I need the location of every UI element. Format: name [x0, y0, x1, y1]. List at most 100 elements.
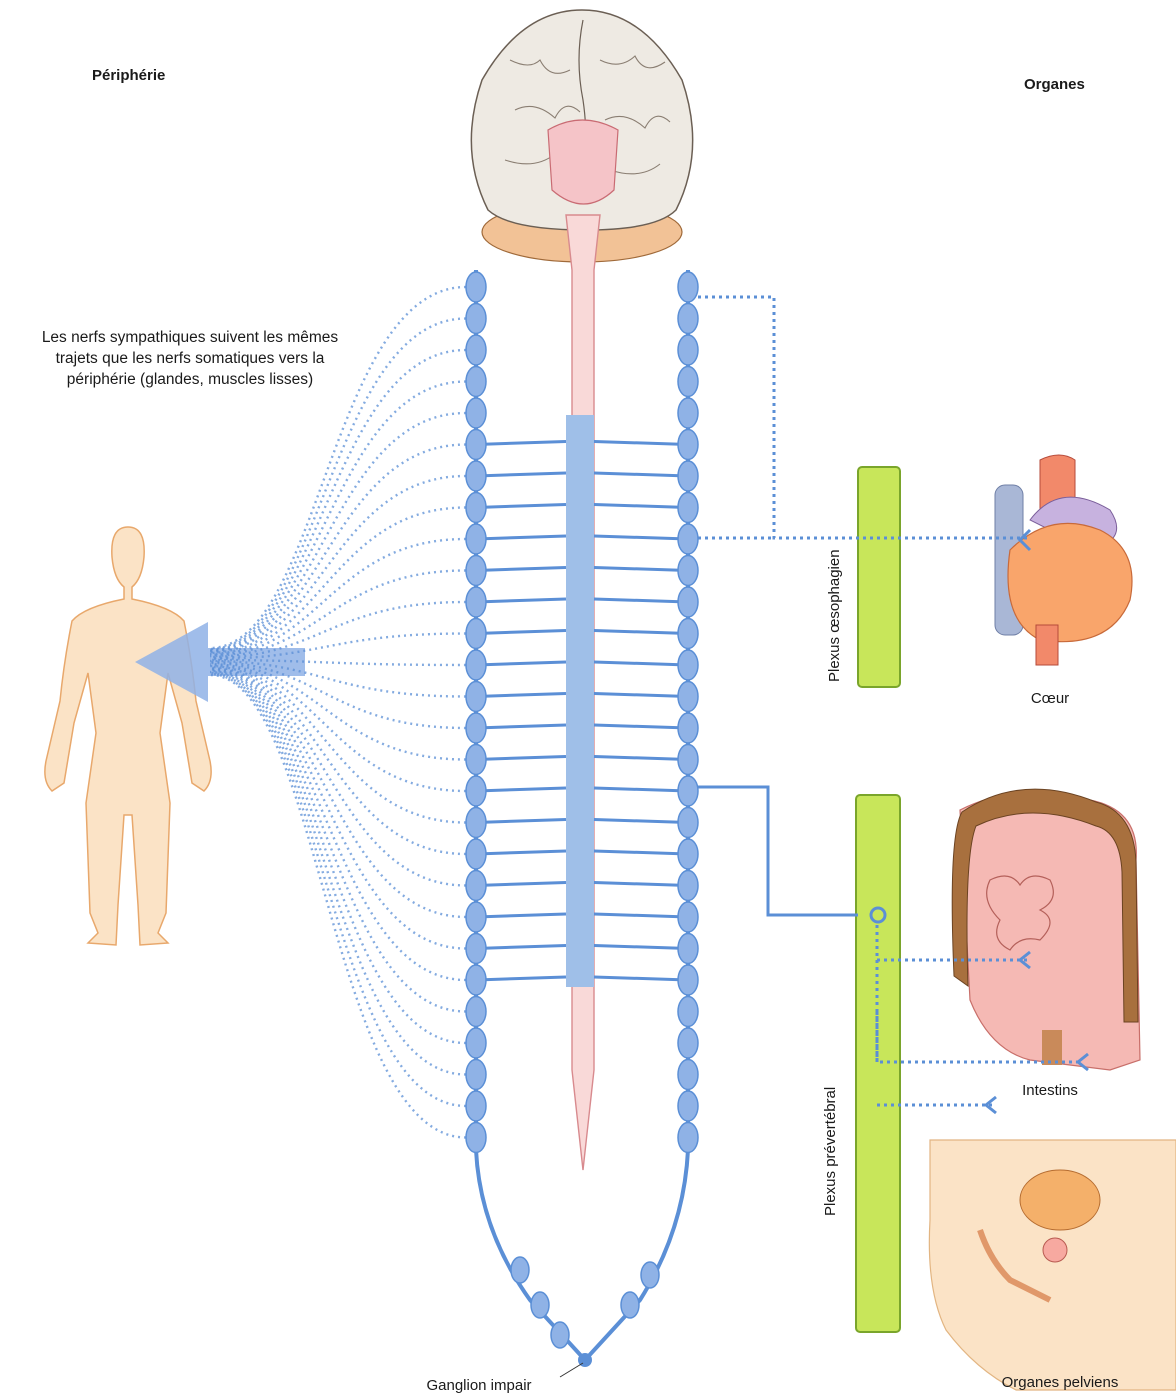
ramus-right [594, 725, 688, 728]
periphery-fibre [210, 673, 466, 1075]
ramus-right [594, 505, 688, 508]
ganglion-right [678, 713, 698, 743]
ganglion-right [678, 934, 698, 964]
ganglion-left [466, 335, 486, 365]
ramus-left [476, 599, 566, 602]
ramus-right [594, 946, 688, 949]
periphery-fibre [210, 671, 466, 1012]
ganglion-left [466, 1028, 486, 1058]
ganglion-left [466, 619, 486, 649]
ganglion-right [678, 745, 698, 775]
ramus-right [594, 883, 688, 886]
ganglion-right [678, 965, 698, 995]
ganglion-left [466, 524, 486, 554]
intestines-label: Intestins [1000, 1082, 1100, 1099]
heart-label: Cœur [1010, 690, 1090, 707]
ramus-left [476, 568, 566, 571]
ganglion-left [466, 398, 486, 428]
ramus-left [476, 977, 566, 980]
esophageal-plexus-label: Plexus œsophagien [826, 549, 843, 682]
ganglion-left [466, 587, 486, 617]
ganglion-leader-line [560, 1363, 583, 1377]
ganglion-right [678, 398, 698, 428]
ramus-left [476, 883, 566, 886]
ramus-right [594, 568, 688, 571]
ramus-left [476, 662, 566, 665]
ganglion-left [466, 461, 486, 491]
prevertebral-plexus-bar [856, 795, 900, 1332]
ganglion-left [466, 272, 486, 302]
ganglion-right [678, 1123, 698, 1153]
ganglion-right [678, 839, 698, 869]
ganglion-left [466, 1091, 486, 1121]
periphery-fibre [210, 669, 466, 949]
ramus-right [594, 788, 688, 791]
organs-header: Organes [1024, 76, 1085, 93]
heart [995, 455, 1132, 665]
ganglion-pelvic [641, 1262, 659, 1288]
ganglion-left [466, 902, 486, 932]
note-line-2: trajets que les nerfs somatiques vers la [0, 348, 380, 369]
periphery-fibre [210, 476, 466, 654]
ganglion-left [466, 808, 486, 838]
ganglion-left [466, 304, 486, 334]
ganglion-left [466, 997, 486, 1027]
ganglion-left [466, 745, 486, 775]
ganglion-left [466, 713, 486, 743]
periphery-fibre [210, 350, 466, 650]
periphery-header: Périphérie [92, 67, 165, 84]
ganglion-right [678, 871, 698, 901]
prevertebral-plexus-label: Plexus prévertébral [822, 1087, 839, 1216]
ramus-right [594, 851, 688, 854]
ramus-left [476, 505, 566, 508]
pelvic-organs-label: Organes pelviens [960, 1374, 1160, 1391]
periphery-fibre [210, 670, 466, 980]
ganglion-left [466, 934, 486, 964]
ramus-left [476, 442, 566, 445]
ramus-left [476, 536, 566, 539]
ganglion-right [678, 272, 698, 302]
ganglion-right [678, 682, 698, 712]
ramus-right [594, 820, 688, 823]
ramus-right [594, 473, 688, 476]
ramus-right [594, 599, 688, 602]
ramus-left [476, 820, 566, 823]
ramus-left [476, 631, 566, 634]
ganglion-right [678, 1060, 698, 1090]
intestines [952, 789, 1140, 1070]
ganglion-right [678, 524, 698, 554]
splanchnic-nerve [698, 787, 858, 915]
note-line-3: périphérie (glandes, muscles lisses) [0, 369, 380, 390]
peripheral-fibres [210, 287, 466, 1138]
ganglion-left [466, 493, 486, 523]
periphery-fibre [210, 668, 466, 917]
ganglion-right [678, 430, 698, 460]
periphery-fibre [210, 664, 466, 791]
ramus-right [594, 757, 688, 760]
note-line-1: Les nerfs sympathiques suivent les mêmes [0, 327, 380, 348]
esophageal-plexus-bar [858, 467, 900, 687]
ganglion-left [466, 367, 486, 397]
ganglion-right [678, 902, 698, 932]
ramus-right [594, 914, 688, 917]
pelvic-organs [929, 1140, 1176, 1390]
periphery-fibre [210, 666, 466, 854]
ramus-left [476, 725, 566, 728]
ramus-left [476, 694, 566, 697]
ramus-right [594, 977, 688, 980]
ganglion-right [678, 335, 698, 365]
right-trunk-line [585, 270, 688, 1360]
ramus-left [476, 946, 566, 949]
ganglion-left [466, 556, 486, 586]
ganglion-right [678, 461, 698, 491]
ganglion-pelvic [531, 1292, 549, 1318]
periphery-fibre [210, 672, 466, 1043]
ramus-left [476, 473, 566, 476]
periphery-fibre [210, 539, 466, 656]
ganglion-pelvic [551, 1322, 569, 1348]
ganglion-right [678, 1028, 698, 1058]
ganglion-right [678, 808, 698, 838]
ganglion-right [678, 650, 698, 680]
ramus-right [594, 536, 688, 539]
